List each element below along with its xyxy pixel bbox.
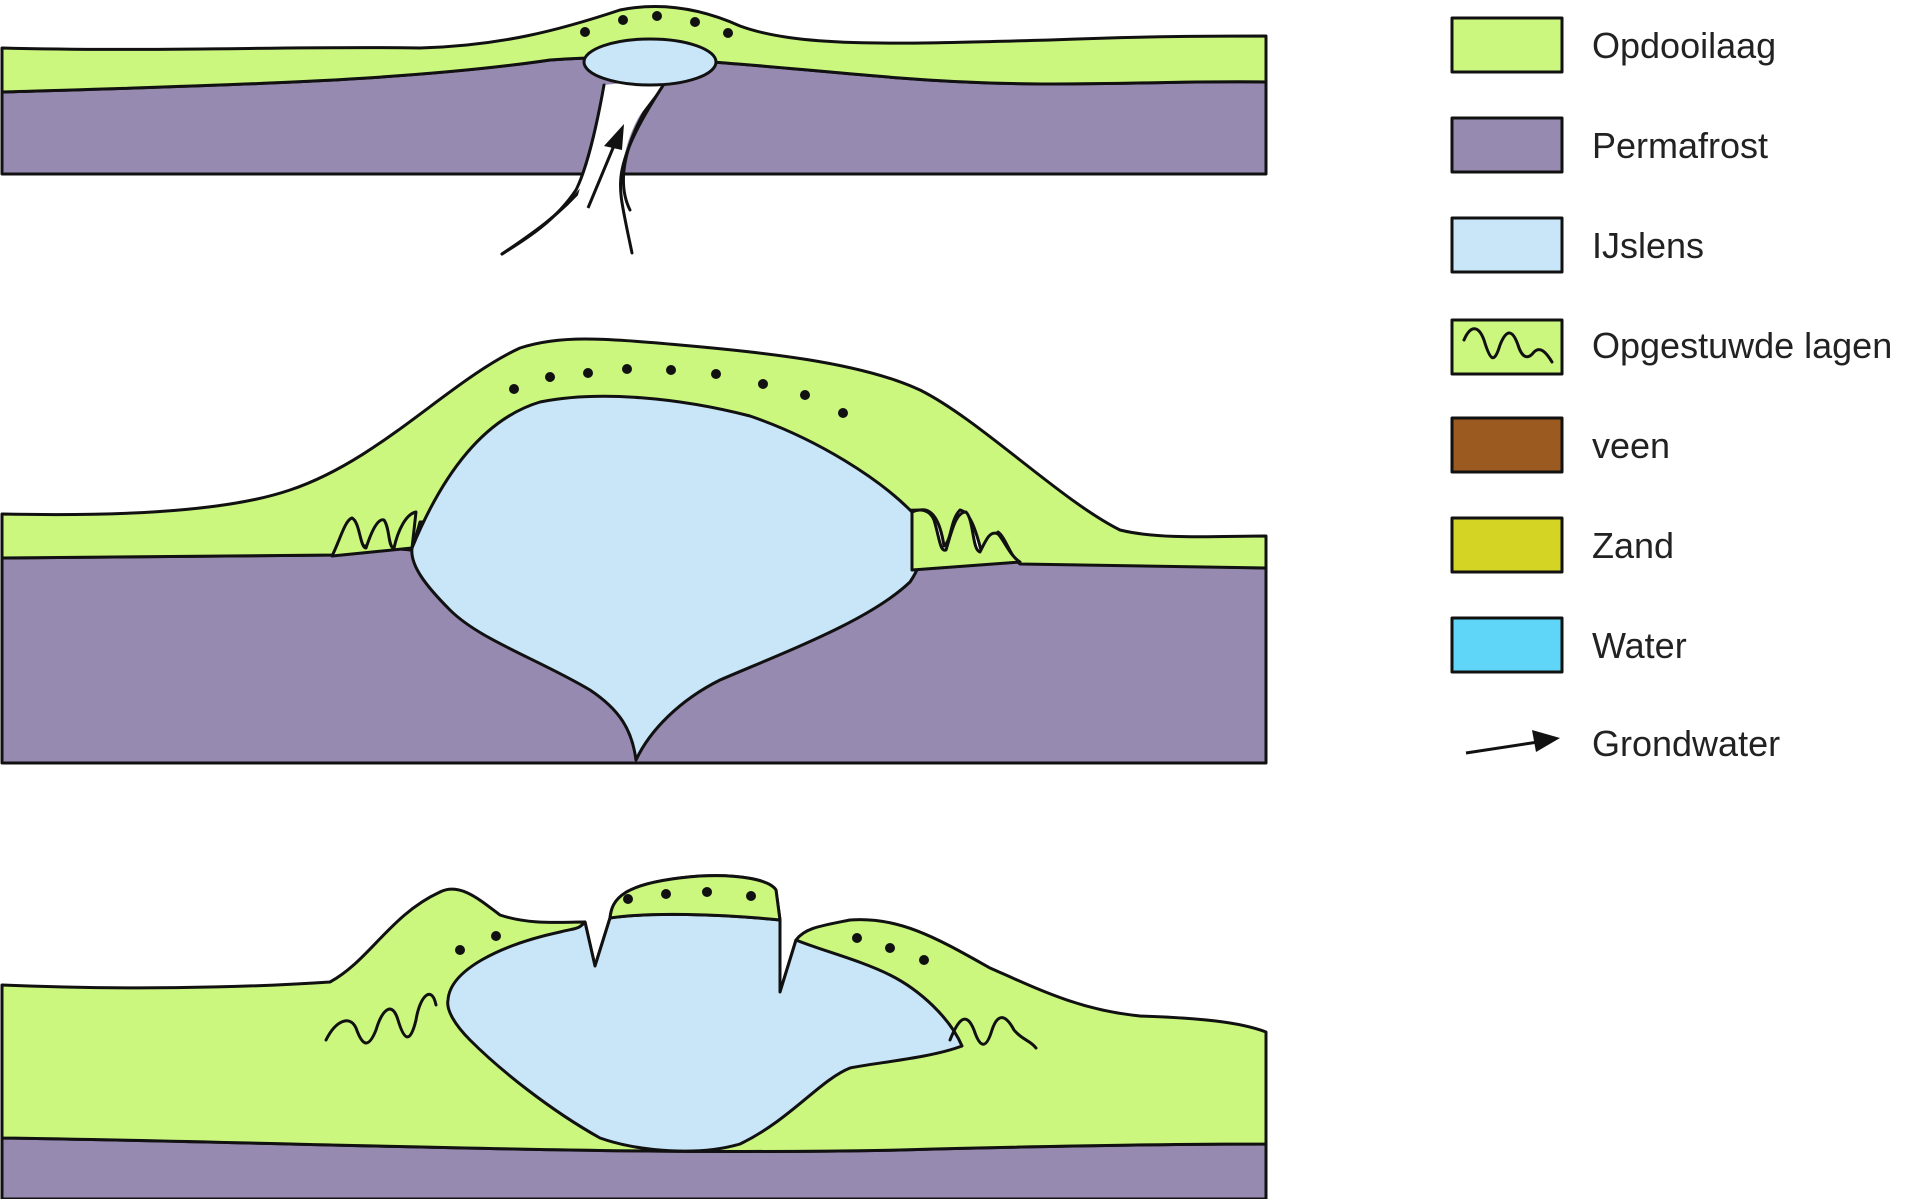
stage-3-dots bbox=[455, 887, 929, 965]
stage-1-initial-lens bbox=[0, 5, 1268, 256]
legend-label-ijslens: IJslens bbox=[1592, 225, 1704, 266]
legend-label-grondwater: Grondwater bbox=[1592, 723, 1780, 764]
legend-swatch-veen bbox=[1450, 416, 1564, 474]
legend-item-opgestuwde-lagen: Opgestuwde lagen bbox=[1450, 318, 1892, 376]
stage-1-conduit-left-edge bbox=[500, 83, 606, 256]
folded-layers-icon bbox=[1462, 327, 1554, 364]
stage-2-folded-layers-left bbox=[330, 510, 418, 558]
legend-swatch-water bbox=[1450, 616, 1564, 674]
stage-1-conduit-right-edge bbox=[619, 76, 670, 255]
legend-label-opdooilaag: Opdooilaag bbox=[1592, 25, 1776, 66]
legend-item-ijslens: IJslens bbox=[1450, 216, 1704, 274]
legend-label-veen: veen bbox=[1592, 425, 1670, 466]
stage-2-dots bbox=[509, 364, 848, 418]
legend-item-opdooilaag: Opdooilaag bbox=[1450, 16, 1776, 74]
legend-item-water: Water bbox=[1450, 616, 1687, 674]
arrow-head-icon bbox=[604, 124, 624, 150]
legend-swatch-ijslens bbox=[1450, 216, 1564, 274]
legend-swatch-opdooilaag bbox=[1450, 16, 1564, 74]
legend-label-permafrost: Permafrost bbox=[1592, 125, 1768, 166]
legend-swatch-zand bbox=[1450, 516, 1564, 574]
legend-label-water: Water bbox=[1592, 625, 1687, 666]
stage-3-collapsed-pingo bbox=[0, 874, 1268, 1199]
legend-swatch-permafrost bbox=[1450, 116, 1564, 174]
stage-3-folded-layers-left bbox=[324, 992, 438, 1045]
arrow-head-icon bbox=[1532, 730, 1560, 752]
stage-2-folded-layers-right bbox=[910, 508, 1022, 572]
legend-label-opgestuwde-lagen: Opgestuwde lagen bbox=[1592, 325, 1892, 366]
legend-item-veen: veen bbox=[1450, 416, 1670, 474]
stage-2-pingo bbox=[0, 337, 1268, 765]
legend-item-grondwater: Grondwater bbox=[1465, 723, 1780, 764]
legend-item-zand: Zand bbox=[1450, 516, 1674, 574]
stage-3-ijslens bbox=[446, 912, 964, 1153]
stage-3-central-cap bbox=[608, 874, 782, 922]
arrow-icon bbox=[1465, 740, 1539, 755]
legend-swatch-opgestuwde-lagen bbox=[1450, 318, 1564, 376]
stage-3-folded-layers-right bbox=[948, 1016, 1038, 1050]
legend-item-permafrost: Permafrost bbox=[1450, 116, 1768, 174]
stage-1-dots bbox=[580, 11, 733, 38]
stage-1-ijslens bbox=[582, 37, 718, 87]
stage-2-ijslens bbox=[410, 394, 925, 762]
legend: Opdooilaag Permafrost IJslens Opgestuwde… bbox=[1450, 16, 1892, 764]
legend-label-zand: Zand bbox=[1592, 525, 1674, 566]
